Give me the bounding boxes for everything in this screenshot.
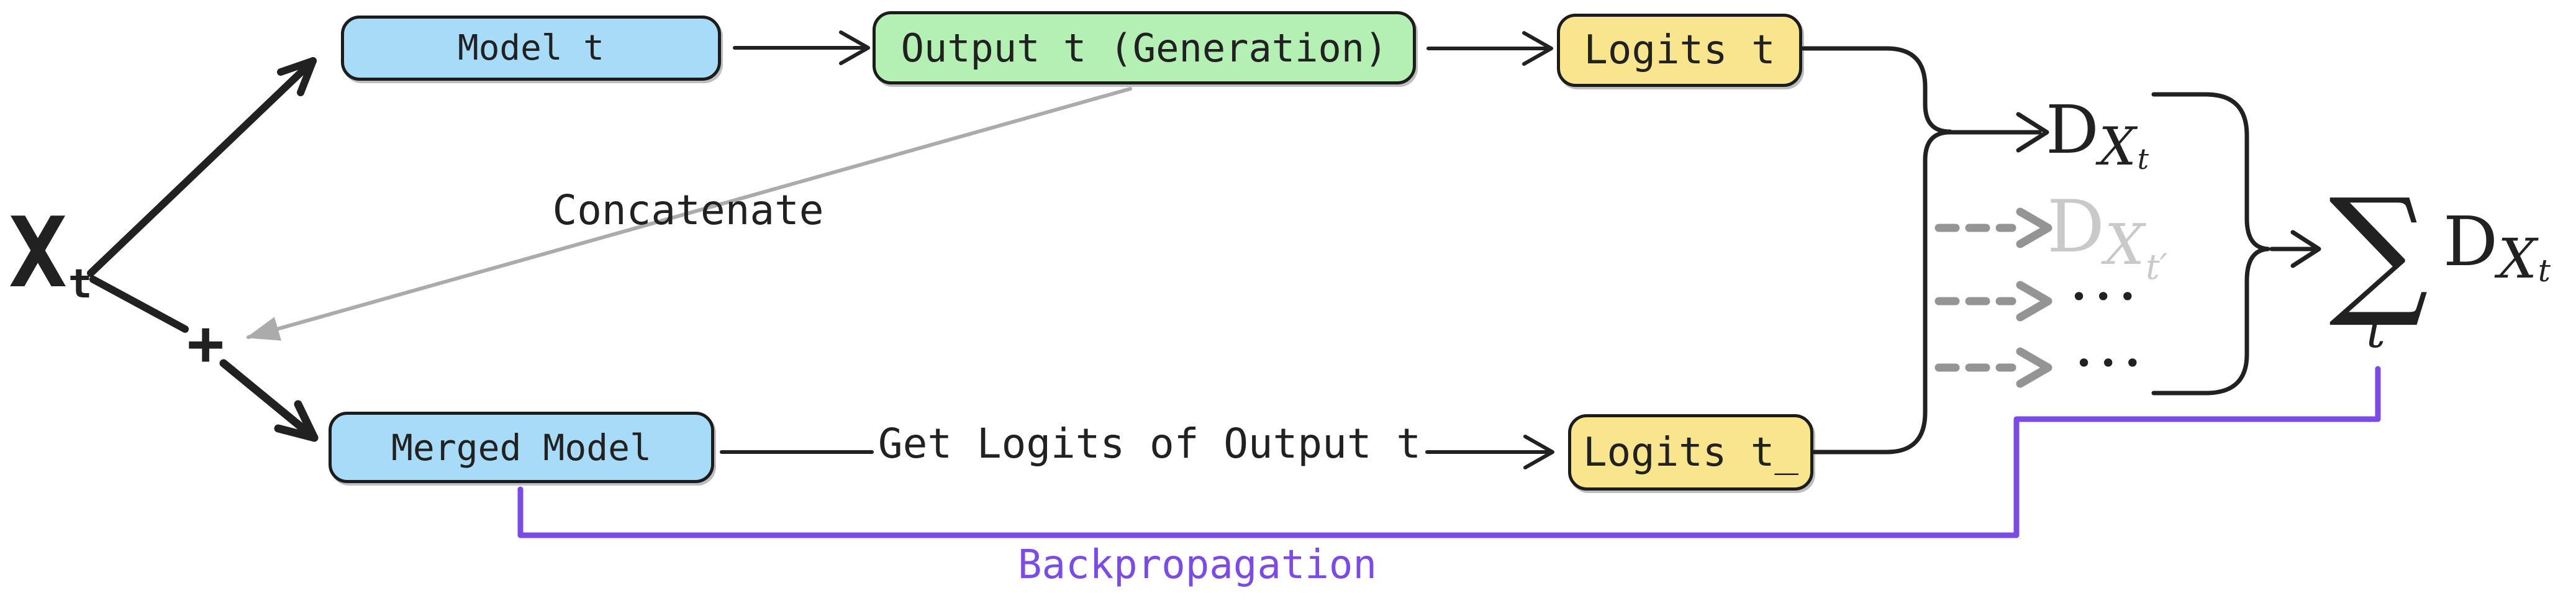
ellipsis-row-1: ••• bbox=[2070, 280, 2144, 314]
term-d-xt-D: D bbox=[2046, 92, 2099, 169]
sum-term-D: D bbox=[2443, 202, 2498, 281]
dashed-arrow-ellipsis1-head-icon bbox=[2016, 281, 2052, 322]
backpropagation-path bbox=[517, 366, 2381, 538]
node-output-t: Output t (Generation) bbox=[873, 11, 1416, 84]
term-d-xt-prime: DXt′ bbox=[2047, 191, 2167, 285]
plus-sign: + bbox=[187, 307, 225, 379]
arrow-junction-to-dxt-head-icon bbox=[2016, 112, 2049, 153]
term-d-xt-prime-sub: t′ bbox=[2146, 247, 2168, 287]
arrow-input-to-model-shaft bbox=[87, 57, 317, 277]
term-d-xt: DXt bbox=[2046, 97, 2149, 174]
node-merged-model: Merged Model bbox=[329, 412, 714, 483]
term-d-xt-X: X bbox=[2098, 116, 2136, 177]
input-xt: Xt bbox=[9, 204, 92, 304]
term-d-xt-sub: t bbox=[2137, 142, 2149, 176]
arrow-plus-to-merged-shaft bbox=[219, 359, 319, 442]
sum-index: t bbox=[2366, 303, 2386, 359]
arrow-input-to-model-head-icon bbox=[277, 57, 317, 96]
node-model-t: Model t bbox=[341, 16, 721, 81]
node-logits-t: Logits t bbox=[1557, 14, 1802, 87]
arrow-plus-to-merged-head-icon bbox=[274, 400, 319, 442]
term-d-xt-prime-D: D bbox=[2047, 185, 2105, 269]
label-get-logits: Get Logits of Output t bbox=[878, 420, 1422, 468]
input-xt-symbol: X bbox=[9, 196, 67, 309]
ellipsis-row-2: ••• bbox=[2075, 346, 2149, 380]
arrow-model-to-output-head-icon bbox=[839, 30, 870, 65]
label-concatenate: Concatenate bbox=[552, 186, 824, 234]
node-logits-t-merged-label: Logits t_ bbox=[1583, 429, 1798, 476]
node-logits-t-merged: Logits t_ bbox=[1568, 414, 1813, 491]
term-d-xt-prime-X: X bbox=[2105, 212, 2145, 278]
dashed-arrow-xt-prime-head-icon bbox=[2016, 207, 2052, 248]
sum-term-X: X bbox=[2498, 227, 2537, 291]
sum-term-sub: t bbox=[2537, 253, 2551, 289]
arrow-label-to-logits2-head-icon bbox=[1523, 435, 1554, 469]
node-logits-t-label: Logits t bbox=[1584, 27, 1776, 73]
arrow-output-to-logits-head-icon bbox=[1522, 31, 1553, 66]
arrow-concatenate-head-icon bbox=[245, 317, 282, 341]
dashed-arrow-ellipsis2-head-icon bbox=[2016, 347, 2052, 388]
brace-collect-icon bbox=[2151, 92, 2270, 396]
label-backpropagation: Backpropagation bbox=[1018, 542, 1377, 588]
line-logits-t2-to-junction bbox=[1812, 130, 1952, 455]
sum-term-d-xt: DXt bbox=[2443, 207, 2551, 286]
node-model-t-label: Model t bbox=[457, 28, 604, 68]
node-merged-model-label: Merged Model bbox=[391, 426, 652, 469]
arrow-concatenate-shaft bbox=[247, 87, 1132, 339]
line-logits-t-to-junction bbox=[1801, 46, 1952, 134]
input-xt-subscript: t bbox=[68, 261, 93, 307]
node-output-t-label: Output t (Generation) bbox=[900, 25, 1388, 71]
sum-sigma-symbol: ∑ bbox=[2329, 169, 2429, 332]
arrow-brace-to-sum-head-icon bbox=[2290, 230, 2321, 268]
line-input-to-plus bbox=[89, 276, 189, 333]
